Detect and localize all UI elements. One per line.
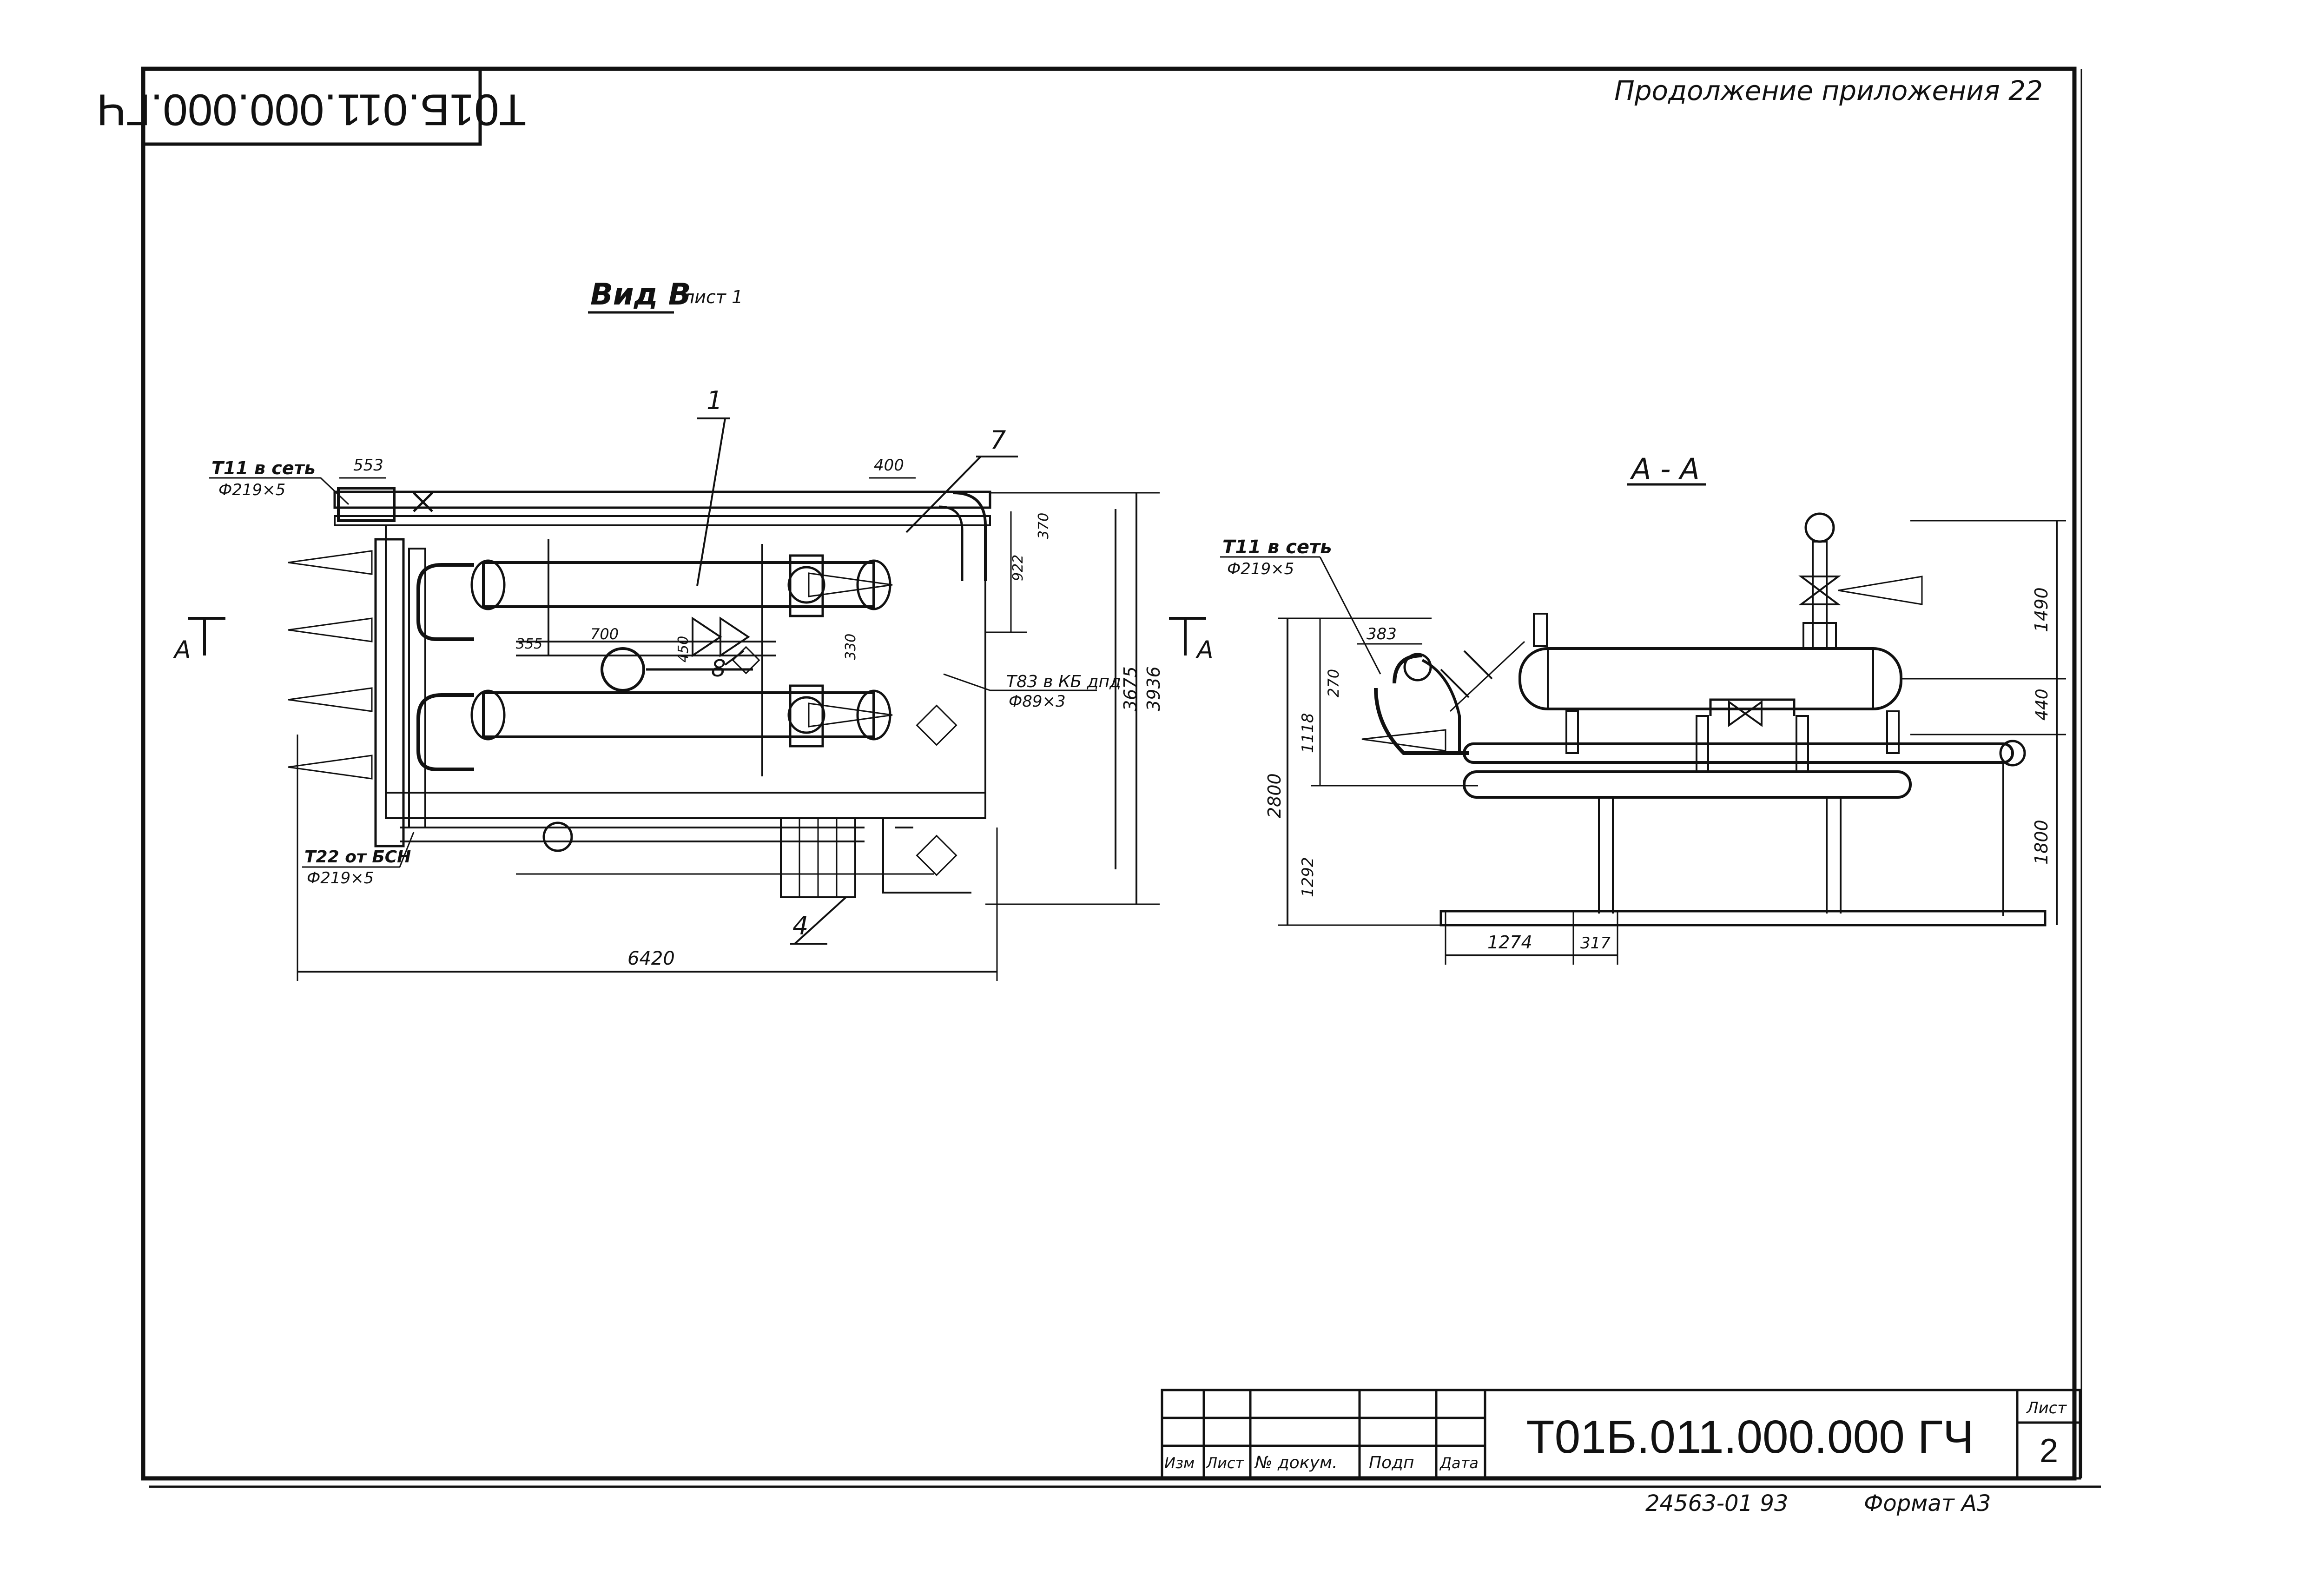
section-mark-right: А [1169, 617, 1214, 664]
dim-922: 922 [1010, 555, 1026, 581]
dim-700: 700 [590, 625, 619, 643]
dim-330: 330 [843, 634, 859, 660]
section-letter-right: А [1195, 636, 1214, 664]
view-b-equipment [288, 487, 991, 898]
callout-8: 8 [711, 650, 745, 682]
section-aa-equipment [1361, 512, 2047, 927]
view-b-title: Вид В [590, 278, 691, 312]
section-aa-inlet-label: Т11 в сеть Ф219×5 [1220, 536, 1381, 675]
inventory-number: 24563-01 93 [1645, 1490, 1788, 1516]
dim-400: 400 [874, 456, 904, 475]
view-b-dimensions: 6420 3936 3675 553 400 370 922 700 355 4… [297, 456, 1164, 981]
sheet-number: 2 [2040, 1432, 2058, 1470]
dim-1490: 1490 [2031, 587, 2052, 632]
tb-col-doc: № докум. [1254, 1453, 1337, 1472]
dim-450: 450 [675, 636, 692, 662]
section-aa-dimensions: 2800 1118 1292 270 383 1274 317 1490 440… [1264, 520, 2066, 965]
section-mark-left: А [173, 617, 225, 664]
corner-stamp-text: Т01Б.011.000.000.ГЧ [97, 85, 526, 135]
inlet-pipe-label: Ф219×5 [218, 481, 285, 499]
callout-1-label: 1 [706, 386, 722, 415]
section-aa: А - А [1220, 452, 2066, 965]
dim-3675: 3675 [1120, 666, 1141, 711]
dim-1118: 1118 [1299, 713, 1317, 753]
dim-370: 370 [1036, 513, 1052, 539]
dim-2800: 2800 [1264, 773, 1285, 818]
callout-4: 4 [790, 896, 847, 945]
outlet-label: Т22 от БСН [304, 847, 411, 867]
dim-355: 355 [516, 636, 542, 652]
inlet-label: Т11 в сеть [211, 458, 316, 478]
dim-553: 553 [353, 456, 383, 475]
view-b: Вид В лист 1 [173, 278, 1214, 981]
aa-inlet-label: Т11 в сеть [1222, 536, 1332, 558]
dim-1292: 1292 [1299, 857, 1317, 897]
label-outlet: Т22 от БСН Ф219×5 [302, 832, 415, 887]
tb-col-list: Лист [1206, 1454, 1244, 1472]
callout-7-label: 7 [990, 425, 1006, 455]
tb-col-date: Дата [1439, 1454, 1479, 1472]
continuation-note: Продолжение приложения 22 [1614, 75, 2043, 106]
callout-4-label: 4 [792, 911, 808, 940]
aa-inlet-pipe-label: Ф219×5 [1227, 560, 1294, 578]
view-b-sheet-ref: лист 1 [683, 287, 743, 307]
callout-1: 1 [696, 386, 730, 586]
dim-1274: 1274 [1487, 932, 1532, 953]
dim-1800: 1800 [2031, 820, 2052, 865]
dim-270: 270 [1325, 669, 1342, 697]
tb-col-izm: Изм [1164, 1454, 1195, 1472]
dim-440: 440 [2033, 689, 2052, 721]
dim-317: 317 [1580, 934, 1611, 953]
right-label: Т83 в КБ дпд [1006, 672, 1121, 691]
title-block: Изм Лист № докум. Подп Дата Т01Б.011.000… [1161, 1389, 2081, 1516]
label-inlet: Т11 в сеть Ф219×5 [209, 458, 350, 505]
callout-8-label: 8 [711, 655, 726, 682]
outlet-pipe-label: Ф219×5 [307, 869, 374, 887]
drawing-code: Т01Б.011.000.000 ГЧ [1526, 1411, 1974, 1463]
callout-7: 7 [905, 425, 1018, 533]
section-letter-left: А [173, 636, 191, 664]
sheet-label: Лист [2026, 1399, 2067, 1417]
label-right: Т83 в КБ дпд Ф89×3 [943, 672, 1121, 711]
dim-383: 383 [1367, 625, 1397, 643]
tb-col-sign: Подп [1369, 1453, 1414, 1472]
right-pipe-label: Ф89×3 [1009, 692, 1066, 711]
dim-3936: 3936 [1143, 666, 1164, 711]
corner-stamp: Т01Б.011.000.000.ГЧ [97, 67, 526, 146]
dim-6420: 6420 [627, 948, 675, 969]
format-label: Формат А3 [1864, 1490, 1991, 1516]
sheet-frame [141, 66, 2101, 1488]
section-aa-title: А - А [1630, 452, 1700, 486]
